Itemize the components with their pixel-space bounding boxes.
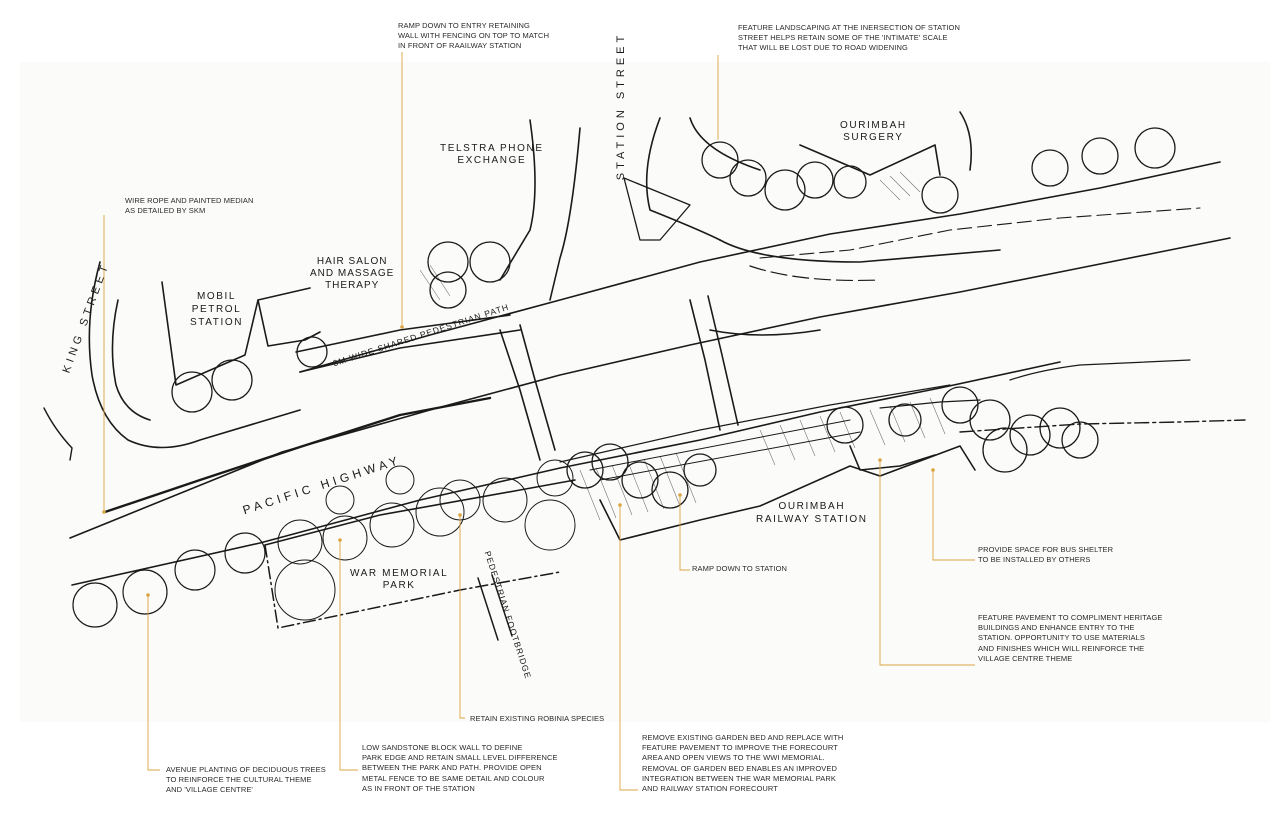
shared-path-south <box>299 329 521 373</box>
king-street-inner <box>111 299 151 421</box>
station-trees <box>566 386 1099 509</box>
median-wire-rope <box>103 396 492 514</box>
plan-sheet <box>20 62 1270 722</box>
note-robinia: RETAIN EXISTING ROBINIA SPECIES <box>470 714 605 723</box>
surgery-building <box>799 144 941 176</box>
note-feature-landscaping: FEATURE LANDSCAPING AT THE INERSECTION O… <box>738 23 961 53</box>
note-garden-bed: REMOVE EXISTING GARDEN BED AND REPLACE W… <box>642 733 844 794</box>
station-street-west <box>549 127 581 301</box>
footbridge <box>477 574 513 641</box>
highway-south-dashed <box>959 419 1246 433</box>
shared-path-north <box>295 314 511 353</box>
avenue-trees <box>72 532 266 628</box>
park-boundary <box>264 544 561 629</box>
highway-centerline <box>759 207 1201 259</box>
note-ramp-station: RAMP DOWN TO STATION <box>692 564 788 573</box>
north-trees <box>171 127 1176 413</box>
hair-salon-building <box>257 299 321 347</box>
highway-north-kerb <box>299 161 1221 373</box>
leader-lines <box>103 52 975 791</box>
highway-south-edge <box>71 361 1061 586</box>
railway-building <box>599 445 976 541</box>
park-trees <box>274 459 576 621</box>
station-forecourt-edge <box>559 384 951 463</box>
mobil-building <box>161 281 311 386</box>
telstra-building <box>499 119 536 281</box>
station-street-label: STATION STREET <box>615 31 627 181</box>
highway-north-edge <box>69 237 1231 539</box>
king-street-edge <box>88 261 301 449</box>
station-street-east <box>645 117 721 241</box>
